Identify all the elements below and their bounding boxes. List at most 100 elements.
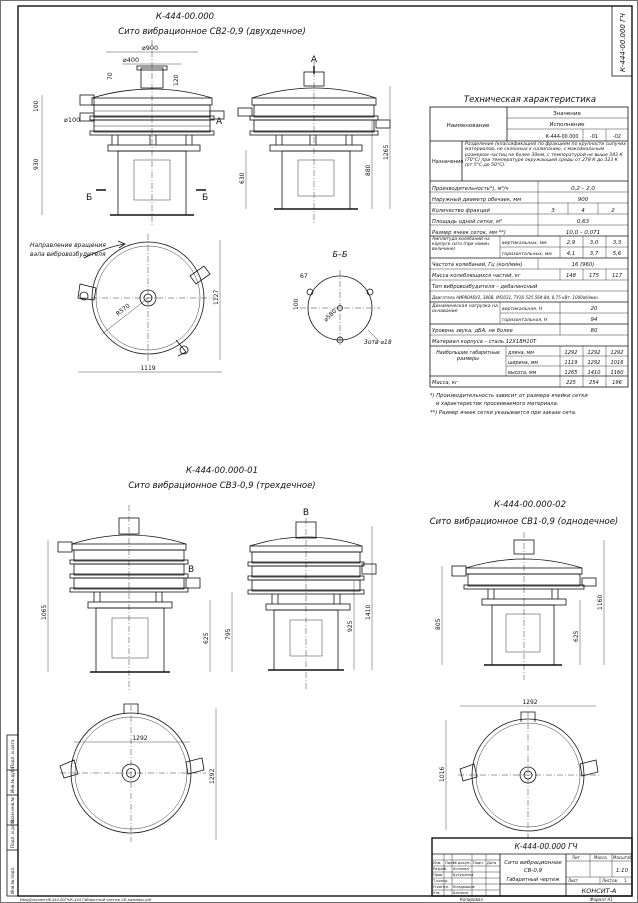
table-amp-label-box: Амплитуда колебаний на корпусе сита (при… <box>432 237 490 252</box>
table-dyn-label-box: Динамическая нагрузка на основание <box>432 303 498 314</box>
table-weight-2: 196 <box>612 380 622 386</box>
view1-code: К-444-00.000 <box>156 12 214 22</box>
table-dyn-label: Динамическая нагрузка на основание <box>432 303 498 314</box>
table-note1: *) Производительность зависит от размера… <box>430 393 588 399</box>
table-purpose-label: Назначение <box>432 159 463 165</box>
table-purpose-text-box: Разделение (классификация) по фракциям п… <box>465 142 627 169</box>
title-block-name-1: Бутурлина <box>453 873 473 877</box>
view3-title: Сито вибрационное СВ1-0,9 (однодечное) <box>430 517 619 527</box>
title-block-role-1: Пров. <box>433 873 443 877</box>
table-mass-1: 175 <box>589 273 600 279</box>
table-noise-label: Уровень звука, дБА, не более <box>432 328 513 334</box>
title-block-mass: Масса <box>594 855 607 860</box>
table-dyn-h: 94 <box>591 317 598 323</box>
table-size-h-2: 1292 <box>611 350 624 356</box>
view3-dim-1160: 1160 <box>597 595 604 610</box>
view3-dim-625: 625 <box>573 630 580 642</box>
view1-side-elevation: А 1265 880 630 <box>237 55 391 225</box>
title-block-role-3: Н.контр. <box>433 885 449 889</box>
table-freq-label: Частота колебаний, Гц (кол/мин) <box>432 262 522 268</box>
side-strip-cell-2: Подп. и дата <box>10 819 15 848</box>
title-block-name2: СВ-0,9 <box>524 868 543 874</box>
side-strip-cell-3: Взам.инв.№ <box>10 797 15 823</box>
view1-title: Сито вибрационное СВ2-0,9 (двухдечное) <box>118 27 306 37</box>
table-size-label-box: Наибольшие габаритные размеры <box>436 351 500 362</box>
table-amp-v-0: 2,9 <box>567 240 576 246</box>
table-weight-1: 254 <box>589 380 599 386</box>
table-size-w-2: 1016 <box>611 360 625 366</box>
top-stamp-code: К-444-00.000 ГЧ <box>619 13 627 72</box>
bottom-left-note: Имя/Документ/K-444-00ГЧ/К-444 Габаритный… <box>20 898 152 902</box>
table-mass-label: Масса колеблющихся частей, кг <box>432 273 521 279</box>
title-block-col-0: Изм. <box>433 861 441 865</box>
view1-dim-d900: ⌀900 <box>142 44 158 52</box>
table-amp-h-2: 5,6 <box>613 251 622 257</box>
bottom-copy: Копировал <box>460 897 483 902</box>
view2-dim-1292v: 1292 <box>209 769 216 784</box>
view1-section-b-left: Б <box>86 193 92 203</box>
view1-plan: Направление вращения вала вибровозбудите… <box>30 234 222 373</box>
table-dyn-v-label: вертикальная, Н <box>502 306 543 312</box>
table-size-w-0: 1119 <box>565 360 578 366</box>
view1-dim-930: 930 <box>33 158 40 170</box>
view2-dim-1065: 1065 <box>41 605 48 620</box>
table-size-label: Наибольшие габаритные размеры <box>436 351 500 362</box>
table-row2-v3: 2 <box>611 208 615 214</box>
view2-dim-1410: 1410 <box>365 605 372 620</box>
view1-dim-880: 880 <box>365 164 372 176</box>
table-row2-label: Количество фракций <box>432 208 490 214</box>
view2-dim-795: 795 <box>225 628 232 640</box>
title-block: К-444-00.000 ГЧ Изм. Лист № докум. Подп.… <box>431 837 633 897</box>
table-amp-h-label: горизонтальных, мм <box>502 252 552 257</box>
view1-dim-1265: 1265 <box>383 145 390 160</box>
view3-dim-805: 805 <box>435 618 442 630</box>
table-size-w-1: 1292 <box>588 360 601 366</box>
view3-plan: 1292 1016 <box>439 699 600 840</box>
title-block-name1: Сито вибрационное <box>504 860 562 866</box>
title-block-col-2: № докум. <box>453 861 471 865</box>
view1-dim-70: 70 <box>107 72 114 80</box>
table-head-code-0: К-444-00.000 <box>546 134 579 140</box>
view1-section-b-right: Б <box>202 193 208 203</box>
title-block-col-3: Подп. <box>473 861 484 865</box>
title-block-sheets: Листов <box>602 878 618 883</box>
table-amp-h-0: 4,1 <box>567 251 575 257</box>
title-block-name-0: Кочнева <box>453 867 469 871</box>
table-amp-v-2: 3,3 <box>613 240 622 246</box>
side-strip-cell-1: Инв.№ подл. <box>10 866 15 894</box>
view3-dim-1292: 1292 <box>522 699 537 706</box>
title-block-col-1: Лист <box>445 861 454 865</box>
view1-dim-d400: ⌀400 <box>123 56 139 64</box>
view2-dim-1292: 1292 <box>132 735 147 742</box>
view2-plan: 1292 1292 <box>59 703 217 842</box>
view2-code: К-444-00.000-01 <box>186 466 258 476</box>
title-block-col-4: Дата <box>487 861 496 865</box>
view1-dim-120: 120 <box>173 74 180 86</box>
title-block-role-0: Разраб. <box>433 867 447 871</box>
table-size-t-label: высота, мм <box>508 371 537 376</box>
view1-dim-1127: 1127 <box>213 290 220 305</box>
tech-table: Техническая характеристика Наименование … <box>429 95 629 416</box>
view1-front-elevation: ⌀900 ⌀400 70 120 100 ⌀100 930 А Б Б <box>33 40 225 225</box>
view3-code: К-444-00.000-02 <box>494 500 566 510</box>
table-size-h-label: длина, мм <box>507 351 534 356</box>
view1-rotation-note-2: вала вибровозбудителя <box>30 251 106 258</box>
view1-dim-1119: 1119 <box>140 365 155 372</box>
table-weight-0: 225 <box>566 380 576 386</box>
title-block-sheet: Лист <box>568 878 579 883</box>
table-size-t-1: 1410 <box>588 370 601 376</box>
side-strip-cell-5: Подп. и дата <box>10 739 15 768</box>
table-size-t-0: 1265 <box>565 370 578 376</box>
view2-side-elevation: В 1410 925 <box>247 508 377 690</box>
table-note1b: и характеристик просеиваемого материала. <box>436 401 558 407</box>
view2-dim-925: 925 <box>347 620 354 632</box>
view2-front-elevation: В 1065 625 795 <box>41 505 233 690</box>
side-strip-cell-4: Инв.№ дубл. <box>10 766 15 793</box>
view2-section-b-left: В <box>188 565 194 575</box>
table-purpose-text: Разделение (классификация) по фракциям п… <box>465 142 627 169</box>
title-block-lit: Лит. <box>572 855 581 860</box>
title-block-role-4: Утв. <box>433 891 441 895</box>
table-caption: Техническая характеристика <box>464 95 596 105</box>
title-block-scale-value: 1:10 <box>616 868 629 874</box>
